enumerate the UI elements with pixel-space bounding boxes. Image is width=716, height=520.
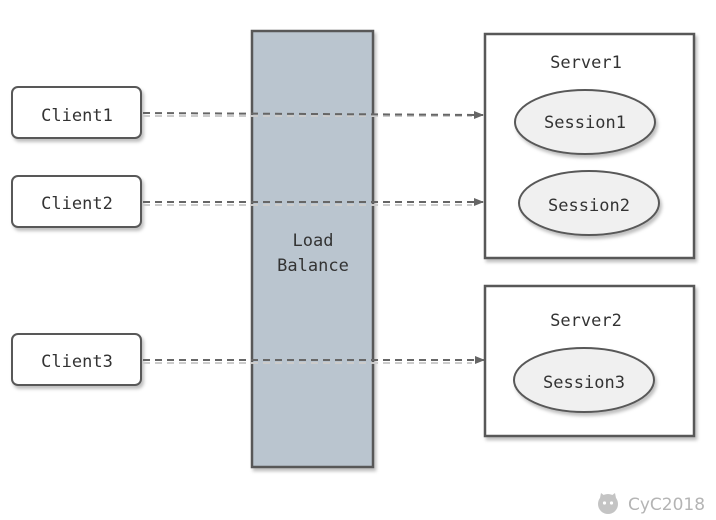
load-balancer-label-line1: Load <box>293 231 334 251</box>
session-3-label: Session3 <box>543 373 625 393</box>
session-2-label: Session2 <box>548 196 630 216</box>
client-3-label: Client3 <box>41 352 113 372</box>
load-balancer: Load Balance <box>250 29 375 469</box>
session-2: Session2 <box>518 170 660 236</box>
server-1-label: Server1 <box>550 53 622 73</box>
load-balancer-label-line2: Balance <box>277 256 349 276</box>
client-1-label: Client1 <box>41 106 113 126</box>
server-2: Server2 Session3 <box>483 284 696 438</box>
request-arrow-1 <box>142 110 484 119</box>
watermark: CyC2018 <box>598 493 705 515</box>
watermark-text: CyC2018 <box>628 495 705 515</box>
server-1: Server1 Session1 Session2 <box>483 32 696 260</box>
session-1: Session1 <box>514 89 656 155</box>
client-2-label: Client2 <box>41 194 113 214</box>
request-arrow-2 <box>143 198 484 206</box>
client-2: Client2 <box>11 175 142 228</box>
client-1: Client1 <box>11 86 142 139</box>
request-arrow-3 <box>143 356 485 364</box>
client-3: Client3 <box>11 333 142 386</box>
session-3: Session3 <box>513 347 655 413</box>
server-2-label: Server2 <box>550 311 622 331</box>
github-octocat-icon <box>598 493 618 514</box>
session-1-label: Session1 <box>544 113 626 133</box>
